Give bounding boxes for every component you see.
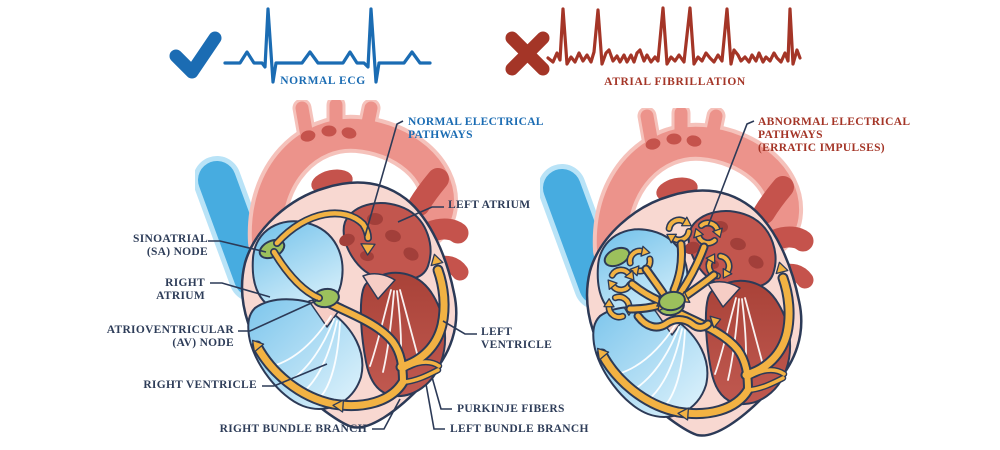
label-normal-pathways: NORMAL ELECTRICAL PATHWAYS	[408, 116, 544, 141]
label-left-ventricle: LEFT VENTRICLE	[481, 326, 553, 351]
label-right-ventricle: RIGHT VENTRICLE	[143, 379, 257, 391]
label-right-atrium: RIGHT ATRIUM	[156, 277, 205, 302]
label-right-bundle-branch: RIGHT BUNDLE BRANCH	[219, 423, 367, 435]
label-left-bundle-branch: LEFT BUNDLE BRANCH	[450, 423, 589, 435]
afib-ecg-title: ATRIAL FIBRILLATION	[604, 76, 746, 88]
afib-heart-illustration	[540, 108, 890, 448]
label-abnormal-pathways: ABNORMAL ELECTRICAL PATHWAYS (ERRATIC IM…	[758, 116, 911, 154]
label-left-atrium: LEFT ATRIUM	[448, 199, 531, 211]
av-node-shape-afib	[658, 290, 686, 312]
normal-ecg-waveform	[223, 7, 432, 84]
leader-lines	[208, 120, 755, 430]
checkmark-icon	[169, 31, 222, 79]
label-purkinje-fibers: PURKINJE FIBERS	[457, 403, 565, 415]
erratic-impulses	[603, 212, 737, 332]
afib-ecg-waveform	[546, 6, 802, 66]
normal-ecg-title: NORMAL ECG	[280, 75, 366, 87]
normal-conduction-pathway	[270, 209, 376, 302]
normal-heart-illustration	[195, 100, 545, 440]
label-sa-node: SINOATRIAL (SA) NODE	[133, 233, 208, 258]
x-mark-icon	[505, 31, 550, 76]
label-av-node: ATRIOVENTRICULAR (AV) NODE	[106, 324, 234, 349]
